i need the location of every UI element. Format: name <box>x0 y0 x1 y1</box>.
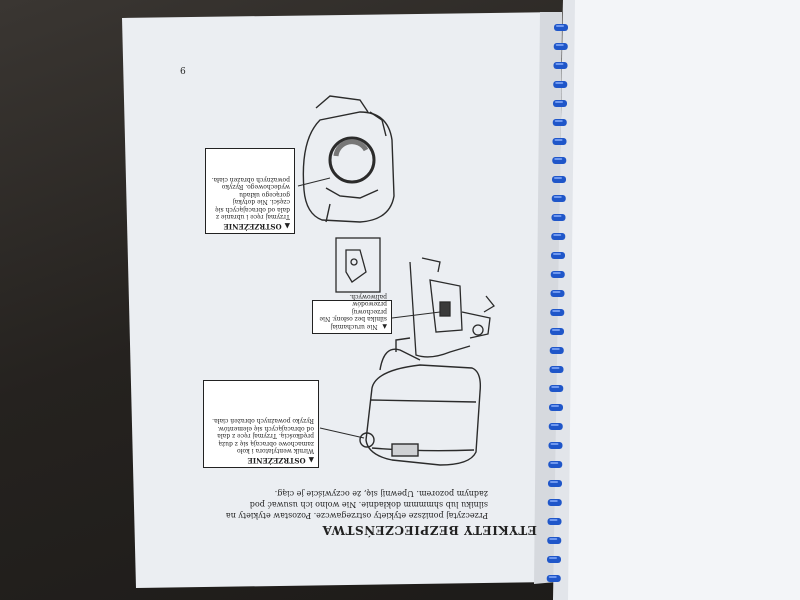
spiral-ring-highlight <box>552 310 561 312</box>
spiral-ring-highlight <box>555 101 563 103</box>
spiral-ring-highlight <box>554 139 563 141</box>
page-number: 9 <box>180 64 186 74</box>
spiral-ring-highlight <box>555 44 564 46</box>
spiral-ring-highlight <box>551 348 560 350</box>
right-page <box>553 0 800 600</box>
spiral-ring-highlight <box>550 462 559 464</box>
warning-label-bottom-text: Wirnik wentylatora i koło zamachowe obra… <box>212 417 314 455</box>
intro-paragraph: Przeczytaj poniższe etykiety ostrzegawcz… <box>225 489 488 520</box>
spiral-ring-highlight <box>553 253 561 255</box>
spiral-ring-highlight <box>550 481 558 483</box>
left-page-shadow <box>534 12 562 584</box>
spiral-ring-highlight <box>549 538 558 540</box>
warning-triangle-icon: ▲ <box>308 456 314 465</box>
spiral-ring-highlight <box>556 25 564 27</box>
spiral-ring-highlight <box>554 158 563 160</box>
spiral-ring-highlight <box>551 367 560 369</box>
spiral-binding <box>546 24 568 582</box>
engine-illustration-top <box>297 95 395 223</box>
right-page-edge <box>553 0 575 600</box>
spiral-ring-highlight <box>549 557 557 559</box>
spiral-ring-highlight <box>549 519 558 521</box>
spiral-ring-highlight <box>553 234 562 236</box>
spiral-ring-highlight <box>555 82 564 84</box>
warning-triangle-icon-top: ▲ <box>284 222 290 231</box>
spiral-ring-highlight <box>552 291 561 293</box>
spiral-ring-highlight <box>551 386 560 388</box>
spiral-ring-highlight <box>551 405 559 407</box>
spiral-ring-highlight <box>549 500 558 502</box>
spiral-ring-highlight <box>548 576 557 578</box>
warning-label-top: ▲OSTRZEŻENIE Trzymaj ręce i ubranie z da… <box>205 148 295 234</box>
spiral-ring-highlight <box>554 177 562 179</box>
spiral-ring-highlight <box>552 272 561 274</box>
spiral-ring-highlight <box>553 196 562 198</box>
spiral-ring-highlight <box>553 215 562 217</box>
spiral-ring-highlight <box>552 329 560 331</box>
warning-label-bottom-title: OSTRZEŻENIE <box>247 456 306 465</box>
spiral-ring-highlight <box>555 63 564 65</box>
engine-illustration-bottom <box>319 337 482 466</box>
warning-label-top-title: OSTRZEŻENIE <box>223 222 282 231</box>
warning-label-bottom: ▲OSTRZEŻENIE Wirnik wentylatora i koło z… <box>203 380 319 468</box>
spiral-ring-highlight <box>550 443 559 445</box>
notice-label-middle: ▲ Nie uruchamiaj silnika bez osłony. Nie… <box>312 293 392 334</box>
warning-label-top-text: Trzymaj ręce i ubranie z dala od obracaj… <box>211 176 290 221</box>
spiral-ring-highlight <box>554 120 563 122</box>
page-title: ETYKIETY BEZPIECZEŃSTWA <box>322 523 537 537</box>
notice-triangle-icon: ▲ <box>382 323 387 330</box>
spiral-ring-highlight <box>550 424 559 426</box>
